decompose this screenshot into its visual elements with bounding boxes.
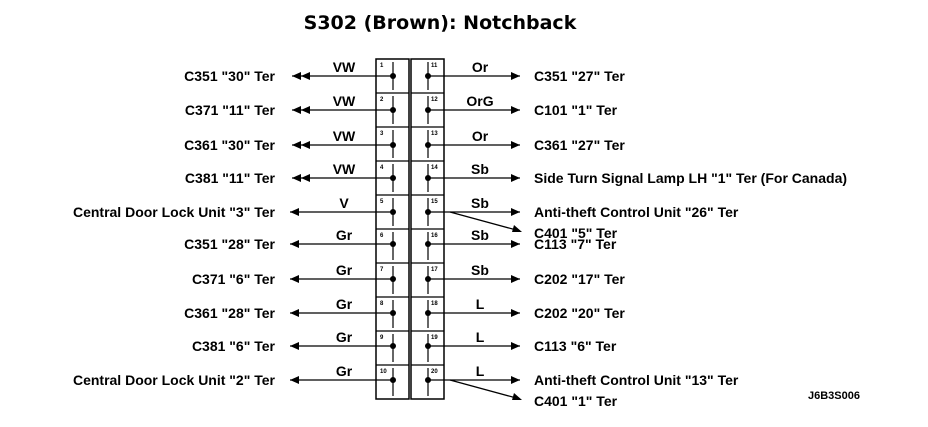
left-arrow-icon [292,72,301,80]
right-terminal-label: C401 "1" Ter [534,393,618,409]
wire-color-code: Gr [336,363,353,379]
wire-color-code: Sb [471,161,489,177]
pin-number: 3 [380,131,384,137]
wire-color-code: Sb [471,262,489,278]
right-terminal-label: Anti-theft Control Unit "13" Ter [534,372,739,388]
left-terminal-label: C351 "28" Ter [184,236,275,252]
left-arrow-icon [290,376,299,384]
left-arrow-icon [290,342,299,350]
branch-wire [449,379,521,400]
right-arrow-icon [511,376,520,384]
right-terminal-label: C401 "5" Ter [534,225,618,241]
left-arrow-icon [301,72,310,80]
right-arrow-icon [511,275,520,283]
pin-number: 16 [431,233,438,239]
right-arrow-icon [511,240,520,248]
left-terminal-label: Central Door Lock Unit "2" Ter [73,372,276,388]
right-terminal-label: C101 "1" Ter [534,102,618,118]
left-terminal-label: C361 "28" Ter [184,305,275,321]
branch-arrow-icon [512,225,522,232]
left-arrow-icon [290,208,299,216]
right-arrow-icon [511,342,520,350]
pin-number: 11 [431,63,438,69]
left-terminal-label: C371 "6" Ter [192,271,276,287]
wire-color-code: OrG [466,93,493,109]
diagram-title: S302 (Brown): Notchback [304,12,577,34]
left-arrow-icon [292,106,301,114]
left-arrow-icon [301,106,310,114]
wire-color-code: Sb [471,195,489,211]
right-arrow-icon [511,208,520,216]
right-arrow-icon [511,141,520,149]
left-terminal-label: C351 "30" Ter [184,68,275,84]
pin-number: 10 [380,369,387,375]
wire-color-code: Or [472,59,489,75]
pin-number: 19 [431,335,438,341]
pin-number: 17 [431,267,438,273]
right-terminal-label: C361 "27" Ter [534,137,625,153]
right-arrow-icon [511,72,520,80]
wire-color-code: Gr [336,227,353,243]
branch-wire [449,211,521,232]
right-terminal-label: Side Turn Signal Lamp LH "1" Ter (For Ca… [534,170,847,186]
left-terminal-label: Central Door Lock Unit "3" Ter [73,204,276,220]
right-arrow-icon [511,174,520,182]
left-terminal-label: C361 "30" Ter [184,137,275,153]
pin-number: 12 [431,97,438,103]
wire-color-code: Gr [336,262,353,278]
left-arrow-icon [290,275,299,283]
pin-number: 2 [380,97,384,103]
branch-arrow-icon [512,393,522,400]
right-terminal-label: C202 "17" Ter [534,271,625,287]
pin-number: 8 [380,301,384,307]
pin-number: 1 [380,63,384,69]
left-terminal-label: C381 "11" Ter [185,170,276,186]
right-terminal-label: C202 "20" Ter [534,305,625,321]
wire-color-code: VW [333,128,356,144]
pin-number: 9 [380,335,384,341]
wire-color-code: Gr [336,329,353,345]
wire-color-code: L [476,363,485,379]
wire-color-code: VW [333,93,356,109]
left-arrow-icon [301,141,310,149]
left-arrow-icon [290,240,299,248]
wire-color-code: Gr [336,296,353,312]
pin-number: 6 [380,233,384,239]
pin-number: 13 [431,131,438,137]
wire-color-code: Sb [471,227,489,243]
left-arrow-icon [301,174,310,182]
right-arrow-icon [511,106,520,114]
right-terminal-label: C113 "7" Ter [534,236,617,252]
wire-color-code: VW [333,59,356,75]
pin-number: 14 [431,165,438,171]
pin-number: 18 [431,301,438,307]
right-terminal-label: C113 "6" Ter [534,338,617,354]
pin-number: 7 [380,267,384,273]
wire-color-code: Or [472,128,489,144]
wire-color-code: L [476,329,485,345]
pin-number: 20 [431,369,438,375]
left-terminal-label: C381 "6" Ter [192,338,276,354]
wire-color-code: VW [333,161,356,177]
wire-color-code: L [476,296,485,312]
left-arrow-icon [292,141,301,149]
pin-number: 5 [380,199,384,205]
left-arrow-icon [290,309,299,317]
document-id: J6B3S006 [808,390,860,402]
right-terminal-label: Anti-theft Control Unit "26" Ter [534,204,739,220]
left-terminal-label: C371 "11" Ter [185,102,276,118]
right-arrow-icon [511,309,520,317]
right-terminal-label: C351 "27" Ter [534,68,625,84]
wire-color-code: V [339,195,349,211]
left-arrow-icon [292,174,301,182]
pin-number: 4 [380,165,384,171]
pin-number: 15 [431,199,438,205]
